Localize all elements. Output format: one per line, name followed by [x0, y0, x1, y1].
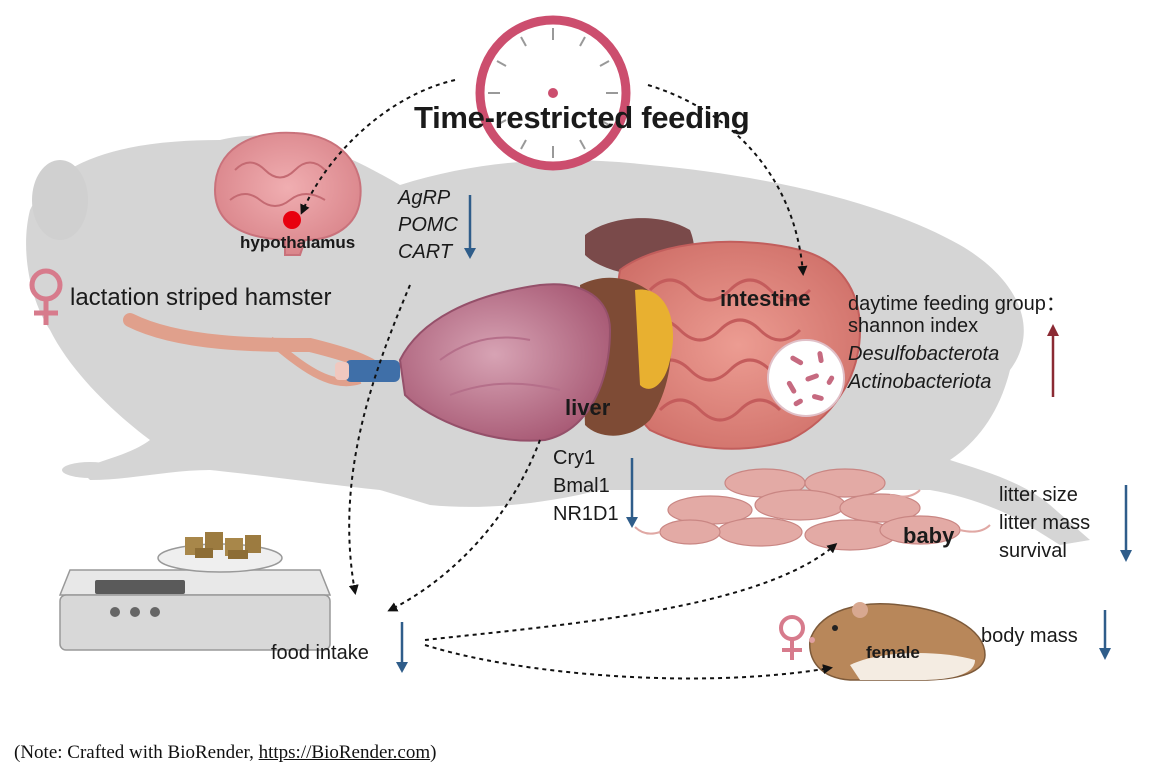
gene-cry1: Cry1	[553, 447, 596, 469]
arrow-down-clock-genes	[626, 458, 638, 528]
microbiota-icon	[767, 339, 845, 417]
pup-tails	[634, 489, 991, 535]
note-prefix: (Note: Crafted with BioRender,	[14, 742, 259, 763]
arrow-down-offspring	[1120, 485, 1132, 562]
gene-bmal1: Bmal1	[553, 475, 610, 497]
connectors	[300, 79, 838, 680]
subject-label: lactation striped hamster	[70, 284, 332, 311]
gene-agrp: AgRP	[398, 187, 451, 209]
clock-icon	[475, 15, 631, 171]
intestine-label: intestine	[720, 286, 811, 311]
liver-shape	[398, 277, 674, 442]
female-hamster-icon	[809, 602, 986, 681]
arrow-up-microbiota	[1047, 324, 1059, 397]
gene-nr1d1: NR1D1	[553, 503, 619, 525]
microbiota-heading: daytime feeding group：	[848, 293, 1066, 315]
offspring-litter-size: litter size	[999, 484, 1078, 506]
gene-pomc: POMC	[398, 214, 458, 236]
hypothalamus-label: hypothalamus	[240, 233, 356, 252]
offspring-survival: survival	[999, 540, 1067, 562]
female-label: female	[866, 643, 920, 662]
microbiota-desulfobacterota: Desulfobacterota	[848, 343, 1000, 365]
offspring-litter-mass: litter mass	[999, 512, 1091, 534]
pups-icon	[659, 468, 961, 551]
scale-icon	[58, 532, 332, 651]
arrow-down-body-mass	[1099, 610, 1111, 660]
arrow-down-neuropeptides	[464, 195, 476, 259]
arrow-down-food-intake	[396, 622, 408, 673]
arrows	[396, 195, 1132, 673]
baby-label: baby	[903, 523, 955, 548]
microbiota-shannon: shannon index	[848, 315, 979, 337]
brain-icon	[213, 131, 362, 256]
female-symbol-small	[779, 615, 805, 660]
microbiota-actinobacteriota: Actinobacteriota	[848, 371, 992, 393]
liver-label: liver	[565, 395, 611, 420]
esophagus	[123, 313, 400, 387]
note: (Note: Crafted with BioRender, https://B…	[14, 742, 436, 764]
food-intake-label: food intake	[271, 642, 369, 664]
body-mass-label: body mass	[981, 625, 1078, 647]
biorender-link[interactable]: https://BioRender.com	[258, 742, 431, 763]
note-suffix: )	[430, 742, 437, 763]
gene-cart: CART	[398, 241, 453, 263]
female-symbol-large	[29, 268, 63, 325]
diagram-title: Time-restricted feeding	[414, 100, 750, 135]
